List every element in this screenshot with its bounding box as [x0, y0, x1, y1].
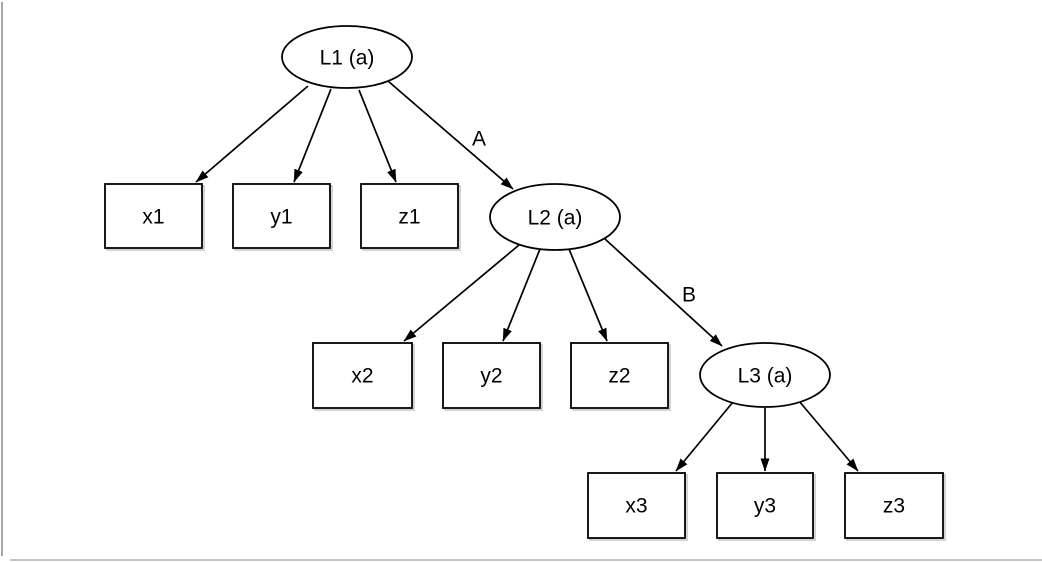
observed-node-y3: y3: [716, 472, 816, 541]
edge-label-A: A: [472, 128, 486, 151]
edge-L3-x3: [675, 401, 734, 472]
edge-L3-z3: [798, 400, 859, 472]
observed-node-z1: z1: [360, 183, 461, 251]
observed-node-y2: y2: [442, 342, 543, 411]
edge-L1-L2: [387, 80, 514, 190]
edge-L1-y1: [293, 88, 332, 183]
edge-L1-z1: [358, 89, 397, 183]
observed-node-x1: x1: [104, 183, 205, 251]
observed-node-y3-label: y3: [754, 495, 776, 518]
latent-node-L1: L1 (a): [281, 25, 413, 89]
latent-node-L2: L2 (a): [489, 183, 621, 251]
observed-node-z2-label: z2: [608, 365, 630, 388]
observed-node-x2: x2: [312, 342, 415, 411]
observed-node-z1-label: z1: [398, 206, 420, 229]
observed-node-x3-label: x3: [625, 495, 647, 518]
observed-node-z2: z2: [570, 342, 671, 411]
edge-label-B: B: [682, 284, 696, 307]
edge-L2-y2: [502, 248, 541, 342]
edge-L2-L3: [604, 238, 723, 347]
edge-L2-z2: [568, 248, 608, 342]
observed-node-z3: z3: [844, 472, 946, 541]
latent-node-L2-label: L2 (a): [528, 207, 583, 230]
observed-node-z3-label: z3: [883, 495, 905, 518]
observed-node-y1: y1: [232, 183, 333, 251]
observed-node-x2-label: x2: [351, 365, 373, 388]
latent-node-L3-label: L3 (a): [738, 365, 793, 388]
latent-node-L1-label: L1 (a): [320, 47, 375, 70]
observed-node-x3: x3: [587, 472, 688, 541]
observed-node-y2-label: y2: [480, 365, 502, 388]
observed-node-y1-label: y1: [270, 206, 292, 229]
edge-L2-x2: [403, 244, 520, 342]
edge-L1-x1: [195, 85, 309, 183]
latent-node-L3: L3 (a): [699, 342, 831, 408]
observed-node-x1-label: x1: [142, 206, 164, 229]
